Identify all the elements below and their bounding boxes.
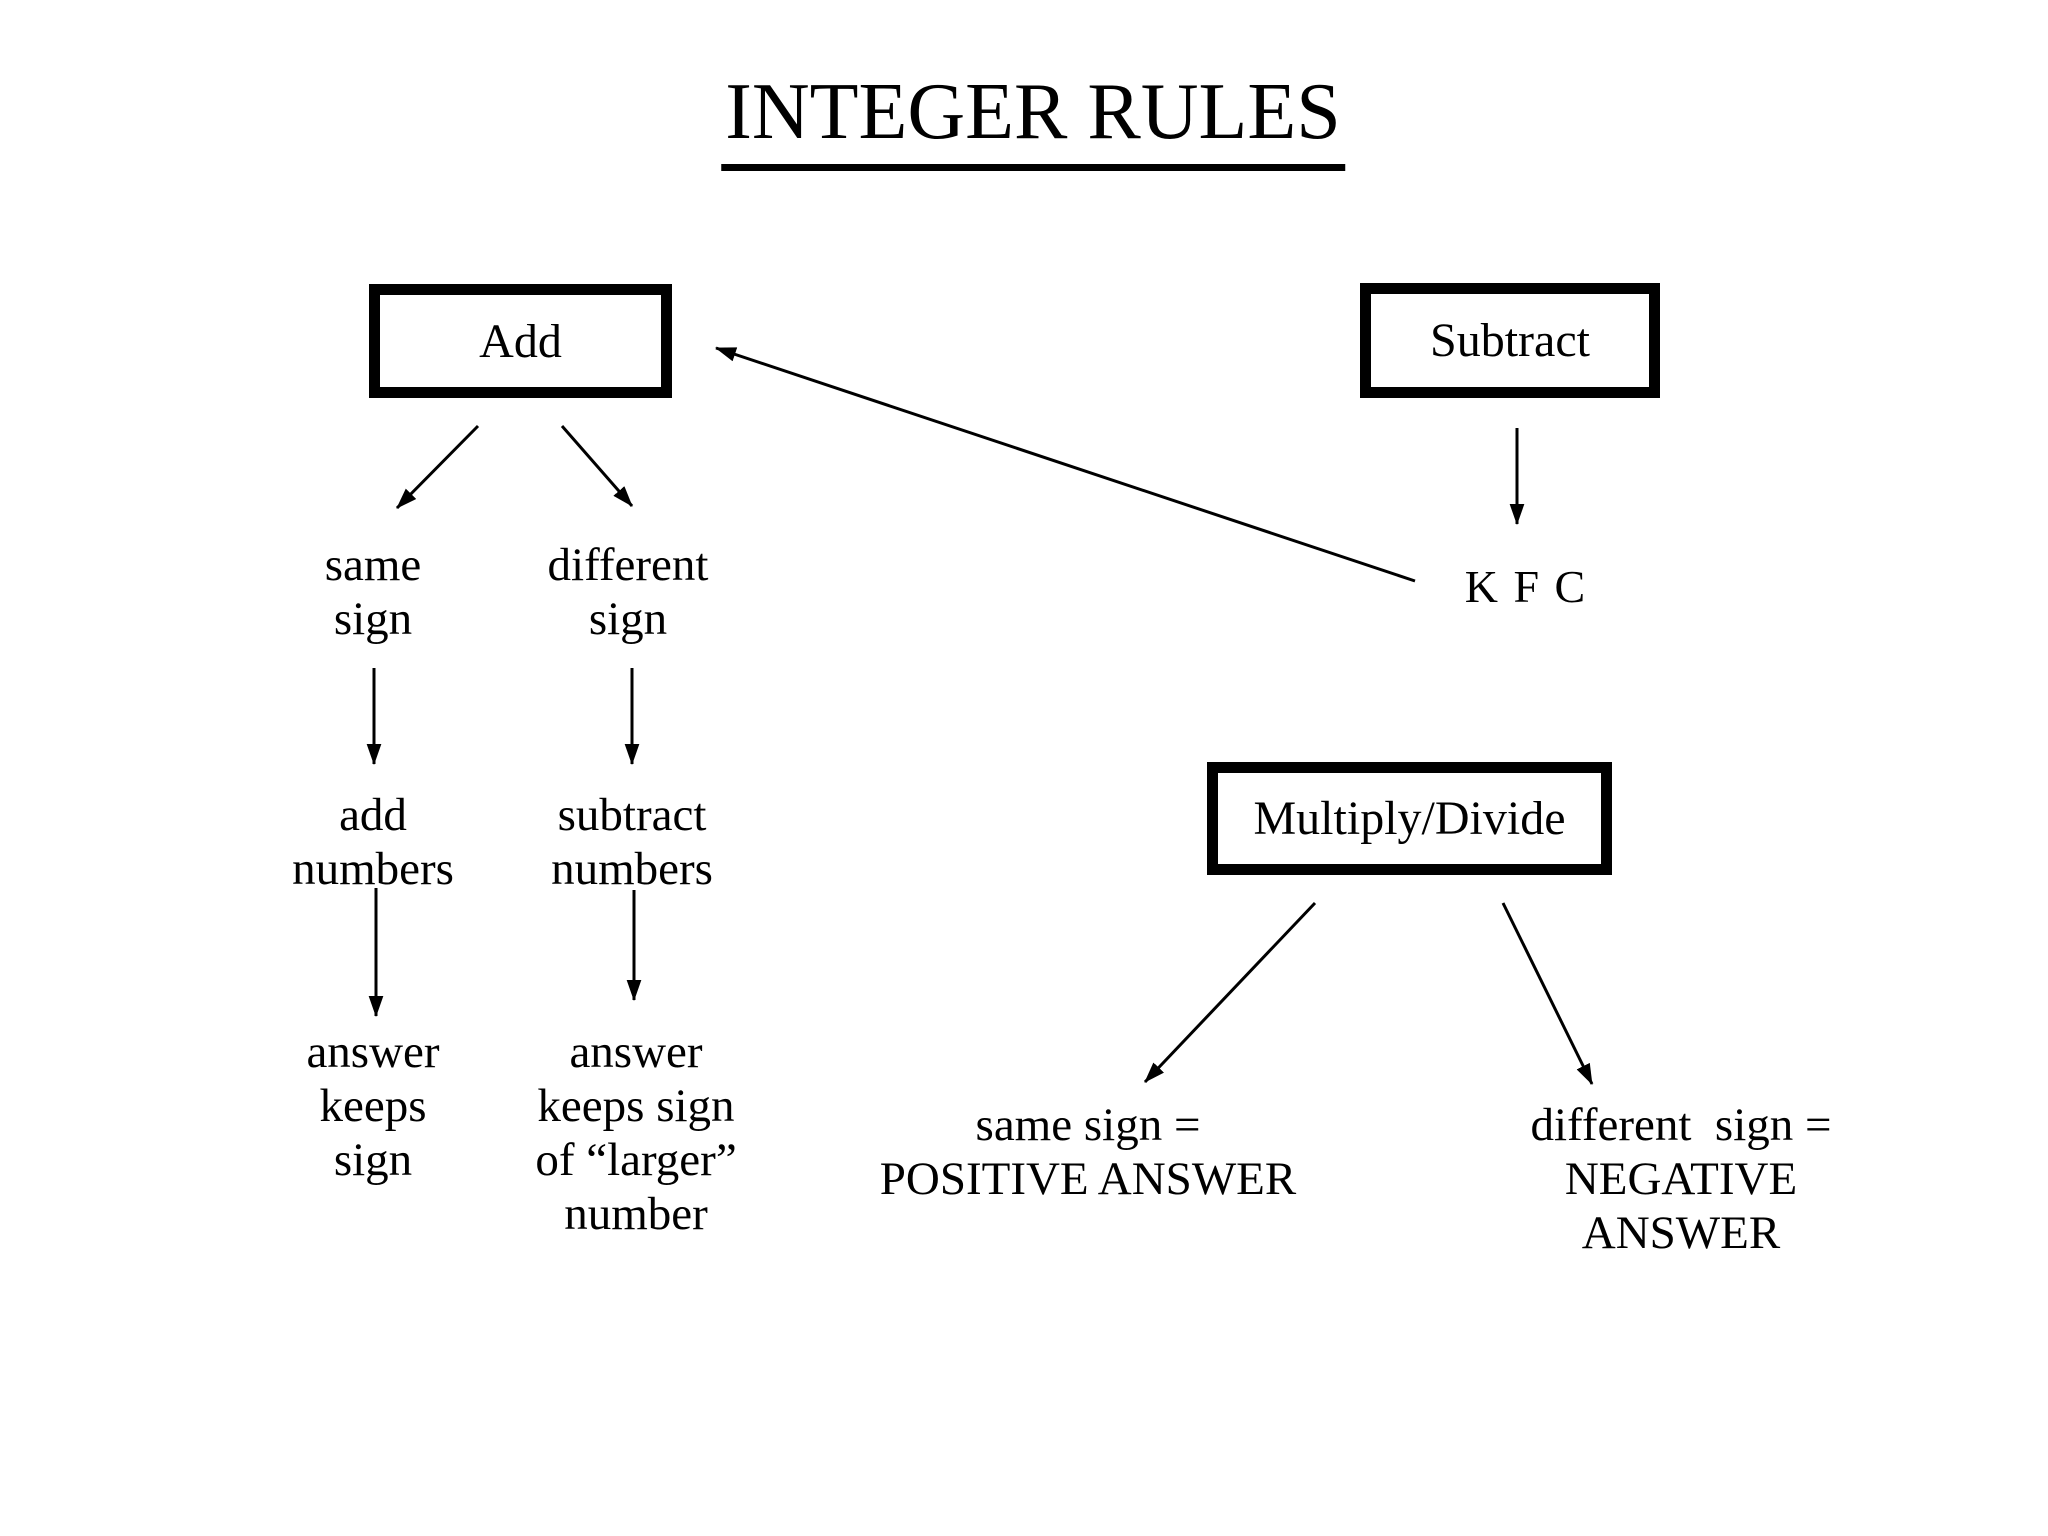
node-same-sign-positive: same sign = POSITIVE ANSWER bbox=[879, 1099, 1297, 1205]
page-title: INTEGER RULES bbox=[721, 62, 1345, 171]
arrow-add-to-different-sign bbox=[560, 425, 634, 507]
node-subtract-label: Subtract bbox=[1430, 314, 1590, 367]
arrow-multiply-divide-to-negative bbox=[1501, 902, 1594, 1085]
node-add-label: Add bbox=[479, 314, 562, 368]
node-answer-keeps-sign: answer keeps sign bbox=[306, 1026, 440, 1186]
node-same-sign: same sign bbox=[324, 539, 422, 645]
node-subtract: Subtract bbox=[1360, 283, 1660, 398]
node-answer-keeps-sign-larger: answer keeps sign of “larger” number bbox=[535, 1026, 737, 1240]
node-add: Add bbox=[369, 284, 672, 398]
node-multiply-divide: Multiply/Divide bbox=[1207, 762, 1612, 875]
arrow-add-to-same-sign bbox=[395, 424, 480, 510]
node-different-sign-negative: different sign = NEGATIVE ANSWER bbox=[1530, 1099, 1832, 1259]
node-multiply-divide-label: Multiply/Divide bbox=[1253, 792, 1566, 845]
arrow-kfc-to-add bbox=[715, 346, 1416, 583]
arrow-multiply-divide-to-positive bbox=[1143, 901, 1317, 1084]
node-subtract-numbers: subtract numbers bbox=[551, 789, 713, 895]
node-add-numbers: add numbers bbox=[292, 789, 454, 895]
node-different-sign: different sign bbox=[547, 539, 709, 645]
node-kfc: K F C bbox=[1464, 561, 1588, 612]
